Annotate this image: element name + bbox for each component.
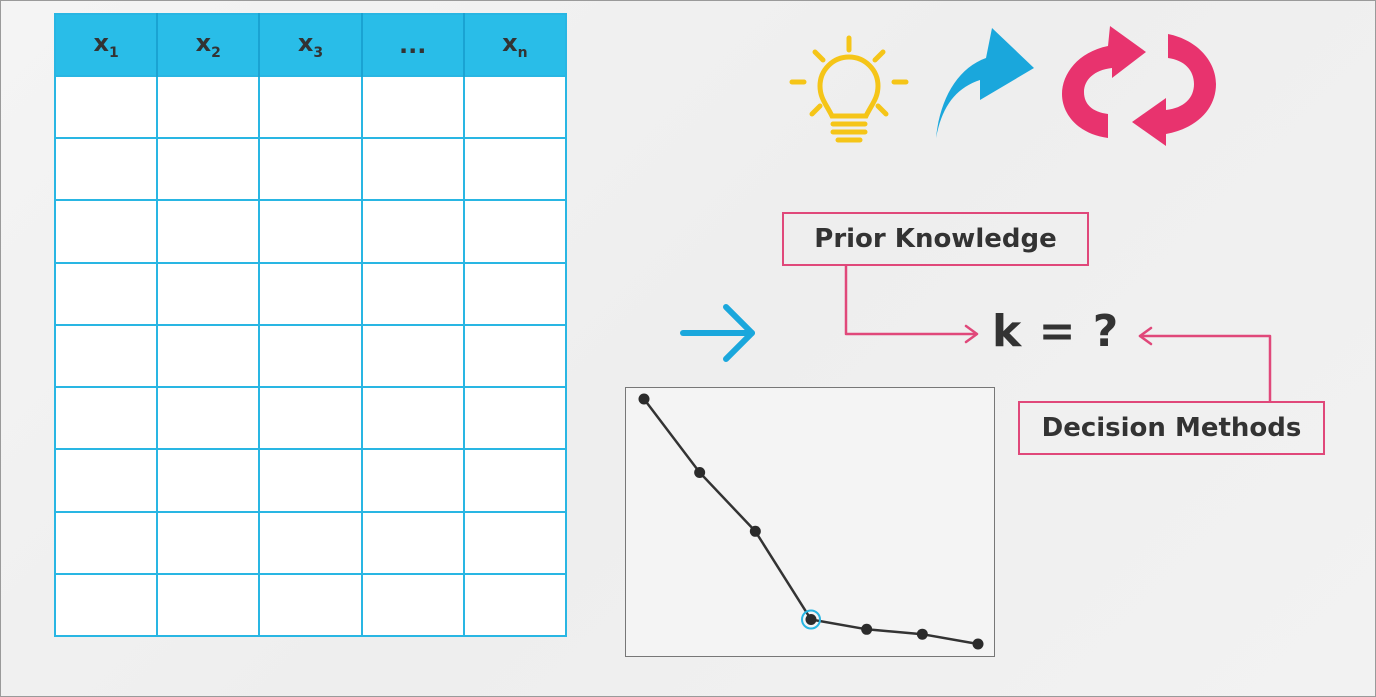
table-cell [53, 510, 159, 575]
table-cell [258, 386, 363, 451]
table-cell [360, 199, 465, 264]
table-row [53, 386, 568, 451]
elbow-plot [625, 387, 995, 657]
table-cell [258, 448, 363, 513]
table-cell [53, 448, 159, 513]
table-cell [462, 572, 568, 638]
table-cell [360, 448, 465, 513]
table-cell [462, 137, 568, 202]
table-row [53, 74, 568, 140]
prior-knowledge-connector [844, 264, 978, 336]
data-point [749, 525, 761, 537]
decision-methods-box: Decision Methods [1018, 401, 1325, 455]
table-cell [156, 137, 261, 202]
table-cell [360, 261, 465, 326]
right-arrow-icon [680, 304, 755, 362]
data-point [805, 614, 817, 625]
table-cell [258, 74, 363, 140]
table-cell [462, 199, 568, 264]
prior-knowledge-box: Prior Knowledge [782, 212, 1089, 266]
column-header-3: x3 [259, 14, 363, 76]
table-cell [360, 386, 465, 451]
table-row [53, 448, 568, 513]
table-cell [156, 386, 261, 451]
table-cell [156, 323, 261, 389]
table-cell [360, 572, 465, 638]
table-cell [53, 74, 159, 140]
table-row [53, 261, 568, 326]
column-header-1: x1 [55, 14, 159, 76]
table-cell [462, 74, 568, 140]
table-cell [156, 572, 261, 638]
table-cell [258, 261, 363, 326]
table-cell [360, 74, 465, 140]
table-cell [258, 137, 363, 202]
data-point [638, 393, 650, 405]
table-row [53, 323, 568, 389]
data-point [972, 638, 984, 650]
table-cell [462, 323, 568, 389]
table-cell [53, 572, 159, 638]
table-row [53, 572, 568, 638]
series-line [643, 398, 979, 646]
elbow-highlight-ring [801, 609, 821, 630]
table-cell [462, 386, 568, 451]
table-cell [53, 323, 159, 389]
lightbulb-icon [789, 35, 909, 143]
table-cell [53, 137, 159, 202]
table-row [53, 199, 568, 264]
data-point [916, 628, 928, 640]
table-cell [258, 572, 363, 638]
decision-methods-connector [1138, 334, 1272, 403]
k-equation: k = ? [992, 306, 1120, 357]
decision-methods-label: Decision Methods [1041, 413, 1302, 443]
table-cell [258, 510, 363, 575]
table-cell [462, 448, 568, 513]
table-cell [462, 510, 568, 575]
column-header-5: xn [463, 14, 566, 76]
table-row [53, 510, 568, 575]
refresh-cycle-icon [1062, 26, 1216, 146]
prior-knowledge-label: Prior Knowledge [814, 224, 1057, 254]
prior-knowledge-arrowhead [964, 324, 979, 344]
up-arrow-icon [936, 28, 1034, 138]
table-cell [53, 199, 159, 264]
table-cell [462, 261, 568, 326]
table-cell [156, 74, 261, 140]
table-row [53, 137, 568, 202]
data-point [694, 467, 706, 478]
table-cell [53, 386, 159, 451]
column-header-2: x2 [157, 14, 261, 76]
table-cell [53, 261, 159, 326]
table-cell [258, 199, 363, 264]
decision-methods-arrowhead [1138, 326, 1153, 346]
elbow-plot-svg [638, 393, 984, 650]
table-cell [360, 137, 465, 202]
table-cell [360, 323, 465, 389]
column-header-4: ... [361, 14, 465, 76]
table-cell [156, 510, 261, 575]
table-cell [156, 448, 261, 513]
table-cell [258, 323, 363, 389]
table-cell [156, 199, 261, 264]
table-cell [156, 261, 261, 326]
table-body [53, 74, 568, 638]
table-cell [360, 510, 465, 575]
data-point [861, 623, 873, 635]
